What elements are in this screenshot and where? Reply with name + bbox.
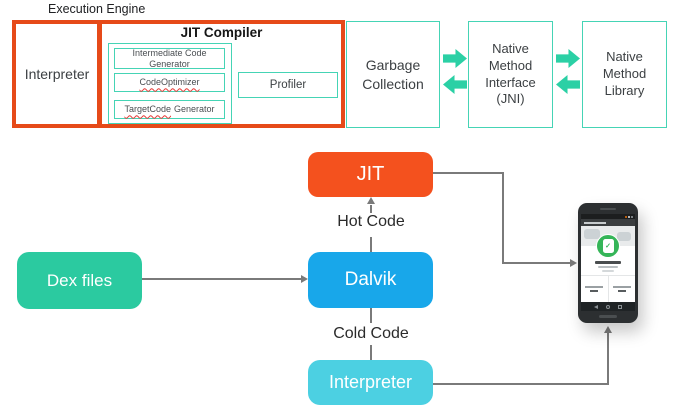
phone-screen: ✓ [581,214,635,311]
edge-coldcode-to-interpreter [370,345,372,360]
phone-text-placeholder [612,285,631,288]
device-card-icon: ✓ [602,239,614,253]
code-optimizer-box: CodeOptimizer [114,73,225,92]
phone-feature-column [581,275,609,302]
phone-feature-column [609,276,636,303]
edge-dalvik-to-coldcode [370,308,372,323]
target-code-word: TargetCode [124,104,171,115]
phone-bottom-bezel [581,311,635,323]
left-block-arrow-icon [556,75,580,94]
target-code-generator-box: TargetCode Generator [114,100,225,119]
edge-jit-to-phone-h1 [433,172,503,174]
native-method-interface-box: Native Method Interface (JNI) [468,21,553,128]
status-dot-icon [625,215,627,218]
home-icon [606,304,610,309]
edge-interpreter-to-phone-v [607,333,609,384]
phone-text-placeholder [602,269,614,272]
phone-status-bar [581,214,635,219]
status-dot-icon [628,215,630,218]
interpreter-node: Interpreter [308,360,433,405]
back-icon [594,304,598,309]
status-dot-icon [631,215,633,218]
arrowhead-jit-to-phone [570,259,577,267]
jit-subcomponents-box [108,43,232,124]
edge-jit-to-phone-v [502,172,504,263]
security-check-icon: ✓ [596,234,620,258]
map-continent-shape [617,232,631,241]
app-bar-title-placeholder [584,221,606,224]
phone-chin-slot [599,315,617,318]
intermediate-code-generator-label: Intermediate Code Generator [132,48,207,69]
map-continent-shape [584,229,600,239]
cold-code-label: Cold Code [333,325,409,342]
edge-jit-to-phone-h2 [502,262,570,264]
phone-top-bezel [581,203,635,214]
native-method-library-box: Native Method Library [582,21,667,128]
edge-hotcode-to-jit [370,205,372,213]
check-glyph: ✓ [605,242,611,250]
arrowhead-dex-to-dalvik [301,275,308,283]
jit-compiler-title: JIT Compiler [180,25,263,40]
arrowhead-hotcode-to-jit [367,197,375,204]
edge-interpreter-to-phone-h [433,383,609,385]
phone-text-placeholder [595,261,621,264]
right-block-arrow-icon [443,49,467,68]
interpreter-component-box: Interpreter [24,66,90,82]
edge-dex-to-dalvik [142,278,301,280]
right-block-arrow-icon [556,49,580,68]
profiler-box: Profiler [238,72,338,98]
android-phone-mockup: ✓ [578,203,638,323]
dex-files-node: Dex files [17,252,142,309]
phone-text-placeholder [585,285,604,288]
phone-app-bar [581,219,635,226]
recents-icon [618,304,622,309]
phone-speaker [600,208,616,210]
native-method-interface-label: Native Method Interface (JNI) [485,40,536,107]
phone-text-placeholder [598,265,618,268]
native-method-library-label: Native Method Library [602,49,647,98]
garbage-collection-label: Garbage Collection [362,56,424,92]
arrowhead-interpreter-to-phone [604,326,612,333]
hot-code-label: Hot Code [337,213,405,230]
phone-text-placeholder [590,289,599,292]
left-block-arrow-icon [443,75,467,94]
phone-feature-columns [581,275,636,303]
intermediate-code-generator-box: Intermediate Code Generator [114,48,225,69]
execution-engine-divider [97,24,102,124]
phone-text-placeholder [617,289,626,292]
dalvik-node: Dalvik [308,252,433,308]
garbage-collection-box: Garbage Collection [346,21,440,128]
jit-node: JIT [308,152,433,197]
phone-divider [581,274,635,276]
target-code-rest: Generator [174,104,215,115]
edge-dalvik-to-hotcode [370,237,372,252]
execution-engine-label: Execution Engine [48,2,146,16]
code-optimizer-label: CodeOptimizer [139,77,200,88]
phone-nav-bar [581,302,635,311]
